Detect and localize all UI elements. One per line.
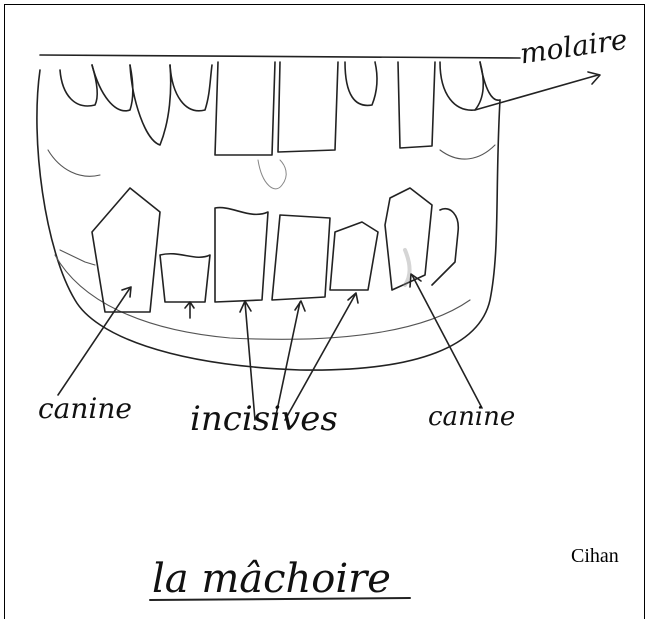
label-molaire: molaire — [518, 23, 630, 71]
title-la-machoire: la mâchoire — [152, 556, 391, 602]
label-incisives: incisives — [190, 399, 338, 439]
author-name: Cihan — [571, 545, 619, 568]
label-canine-left: canine — [38, 392, 132, 425]
label-canine-right: canine — [428, 402, 515, 432]
